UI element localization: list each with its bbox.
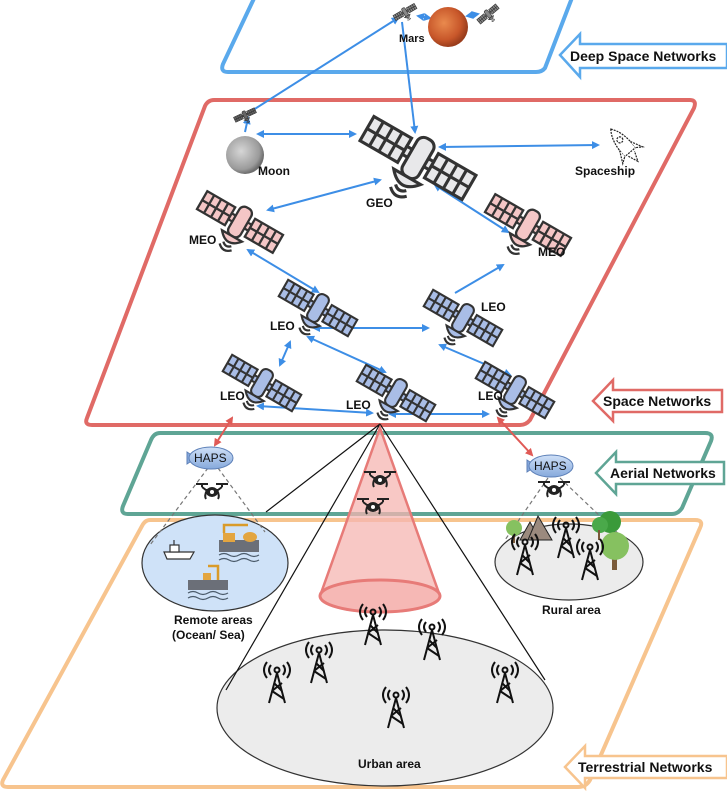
haps-right-label: HAPS (534, 459, 567, 473)
tree-icon-cluster (592, 511, 629, 570)
terrestrial-networks-tag: Terrestrial Networks (563, 742, 727, 792)
leo-beam-cone (318, 424, 442, 614)
moon-label: Moon (258, 164, 290, 178)
mars-relay-satellite-left (391, 1, 421, 27)
leo-bottom-center-label: LEO (346, 398, 371, 412)
aerial-networks-tag: Aerial Networks (594, 448, 726, 498)
spaceship-icon (610, 128, 645, 166)
mars-label: Mars (399, 33, 425, 45)
offshore-platform-icon-lower (187, 564, 229, 601)
mars-relay-satellite-right (475, 2, 504, 30)
terrestrial-plane (0, 518, 704, 789)
remote-areas-label-line2: (Ocean/ Sea) (172, 628, 245, 642)
leo-bottom-right-label: LEO (478, 389, 503, 403)
spaceship-label: Spaceship (575, 164, 635, 178)
rural-area-label: Rural area (542, 603, 601, 617)
leo-mid-right-label: LEO (481, 300, 506, 314)
leo-satellite-mid-right (412, 284, 506, 365)
haps-left-label: HAPS (194, 451, 227, 465)
urban-area-ellipse (216, 629, 554, 787)
haps-right: HAPS (526, 454, 574, 478)
urban-area-label: Urban area (358, 757, 421, 771)
leo-satellite-mid-left (267, 274, 361, 355)
geo-label: GEO (366, 196, 393, 210)
terrestrial-networks-label: Terrestrial Networks (578, 759, 713, 775)
leo-bottom-left-label: LEO (220, 389, 245, 403)
haps-coverage-dashed (149, 467, 626, 546)
drone-icon-right (537, 481, 571, 498)
drone-icon-left (195, 483, 229, 500)
moon (226, 136, 264, 174)
meo-left-label: MEO (189, 233, 216, 247)
haps-left: HAPS (186, 446, 234, 470)
meo-satellite-left (184, 185, 288, 273)
feeder-links (213, 416, 534, 457)
ship-icon (163, 540, 196, 560)
deep-space-networks-tag: Deep Space Networks (558, 30, 727, 81)
leo-mid-left-label: LEO (270, 319, 295, 333)
aerial-networks-label: Aerial Networks (610, 465, 716, 481)
remote-areas-label-line1: Remote areas (174, 613, 253, 627)
inter-satellite-links (242, 10, 600, 418)
space-networks-label: Space Networks (603, 393, 711, 409)
meo-right-label: MEO (538, 245, 565, 259)
aerial-plane (120, 431, 714, 516)
mars-planet (428, 7, 468, 47)
meo-satellite-right (472, 188, 576, 276)
offshore-platform-icon-upper (218, 523, 260, 563)
space-networks-tag: Space Networks (591, 376, 724, 425)
deep-space-networks-label: Deep Space Networks (570, 48, 716, 64)
deep-space-plane (220, 0, 574, 74)
coverage-lines (225, 423, 546, 691)
